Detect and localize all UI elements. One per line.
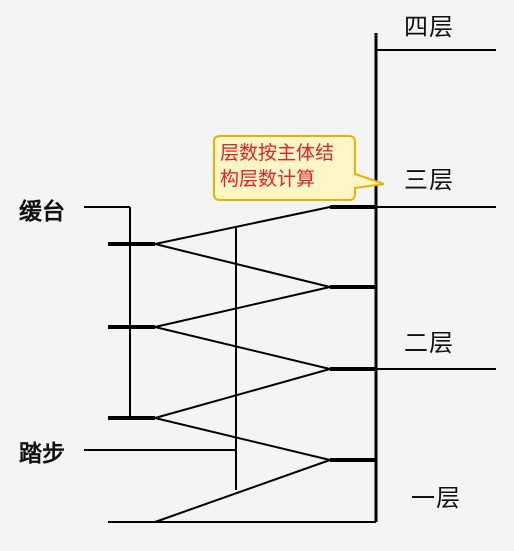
landing-label: 缓台 — [19, 199, 65, 225]
step-label: 踏步 — [19, 441, 65, 467]
stair-flight — [154, 326, 331, 370]
callout-text: 层数按主体结 构层数计算 — [220, 140, 360, 192]
stair-flight — [154, 206, 331, 245]
third-floor-label: 三层 — [404, 166, 454, 194]
stair-flight — [154, 417, 331, 461]
stair-flight — [154, 286, 331, 328]
stair-flight — [154, 459, 331, 523]
second-floor-label: 二层 — [404, 329, 454, 357]
stair-flight — [154, 368, 331, 419]
fourth-floor-label: 四层 — [404, 13, 454, 41]
stair-flight — [154, 243, 331, 288]
callout-bubble — [213, 135, 385, 201]
callout-line-2: 构层数计算 — [220, 168, 316, 190]
callout-line-1: 层数按主体结 — [220, 142, 335, 164]
first-floor-label: 一层 — [411, 484, 461, 512]
